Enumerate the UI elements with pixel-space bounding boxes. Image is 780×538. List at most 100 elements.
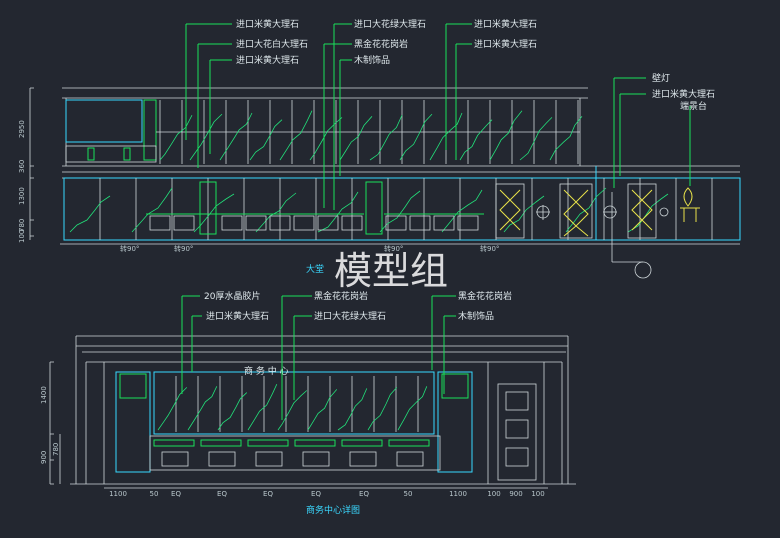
- counter-unit: [269, 215, 291, 231]
- marble-vein: [279, 110, 313, 161]
- dim-780-lower: 780: [52, 443, 60, 456]
- label-lower-wood: 木制饰品: [458, 310, 494, 322]
- dim-bottom-9: 100: [487, 490, 500, 498]
- upper-doors: [495, 183, 657, 239]
- label-beige-marble-3: 进口米黄大理石: [474, 18, 537, 30]
- left-pilaster: [115, 371, 151, 473]
- marble-vein: [69, 195, 111, 233]
- backdrop-marble: [157, 376, 428, 432]
- dim-bottom-11: 100: [531, 490, 544, 498]
- counter-panel: [161, 451, 189, 467]
- dim-bottom-0: 1100: [109, 490, 127, 498]
- marble-vein: [565, 187, 607, 233]
- business-counter: [149, 435, 441, 471]
- counter-panel: [396, 451, 424, 467]
- marble-vein: [317, 191, 359, 233]
- counter-trim: [388, 439, 430, 447]
- marble-vein: [337, 388, 368, 431]
- dim-bottom-7: 50: [404, 490, 413, 498]
- dim-100: 100: [18, 230, 26, 243]
- counter-trim: [341, 439, 383, 447]
- label-beige-marble-2: 进口米黄大理石: [236, 54, 299, 66]
- dim-bottom-3: EQ: [217, 490, 227, 498]
- counter-unit: [317, 215, 339, 231]
- label-green-marble: 进口大花绿大理石: [354, 18, 426, 30]
- turn-mark-2: 转90°: [174, 244, 193, 253]
- watermark: 模型组: [334, 249, 448, 293]
- business-door: [497, 383, 537, 481]
- upper-vertical-dimension: 2950 360 1300 780 100: [18, 87, 34, 243]
- upper-material-labels: 进口米黄大理石 进口大花白大理石 进口米黄大理石 进口大花绿大理石 黑金花花岗岩…: [236, 18, 715, 112]
- marble-vein: [429, 112, 463, 161]
- marble-vein: [131, 187, 173, 233]
- counter-unit: [245, 215, 267, 231]
- section-marker: [634, 261, 652, 279]
- marble-vein: [187, 386, 218, 431]
- label-wood-decor: 木制饰品: [354, 54, 390, 66]
- upper-elevation: 2950 360 1300 780 100 转90° 转90° 转90° 转90…: [18, 87, 741, 279]
- label-beige-marble-4: 进口米黄大理石: [474, 38, 537, 50]
- marble-vein: [503, 195, 545, 233]
- wall-lamps-and-console: [536, 187, 700, 222]
- counter-unit: [385, 215, 407, 231]
- marble-vein: [399, 113, 433, 161]
- counter-trim: [247, 439, 289, 447]
- upper-left-column: [143, 99, 157, 161]
- counter-unit: [293, 215, 315, 231]
- marble-vein: [193, 193, 235, 233]
- marble-vein: [627, 193, 669, 233]
- label-lower-beige: 进口米黄大理石: [206, 310, 269, 322]
- turn-mark-3: 转90°: [384, 244, 403, 253]
- marble-vein: [247, 384, 278, 431]
- marble-vein: [549, 116, 583, 161]
- counter-panel: [208, 451, 236, 467]
- counter-unit: [173, 215, 195, 231]
- dim-1400: 1400: [40, 386, 48, 404]
- marble-vein: [367, 387, 398, 431]
- marble-vein: [219, 112, 253, 161]
- dim-bottom-5: EQ: [311, 490, 321, 498]
- dim-360: 360: [18, 160, 26, 173]
- counter-unit: [457, 215, 479, 231]
- marble-vein: [309, 117, 343, 161]
- counter-modules: [153, 439, 430, 467]
- lower-elevation: 商 务 中 心: [70, 335, 576, 485]
- marble-vein: [157, 387, 188, 431]
- upper-drawing-title: 大堂: [306, 263, 324, 275]
- counter-trim: [200, 439, 242, 447]
- counter-unit: [409, 215, 431, 231]
- marble-vein: [339, 116, 373, 161]
- counter-panel: [302, 451, 330, 467]
- marble-vein: [307, 389, 338, 431]
- reception-counters: [146, 213, 484, 231]
- label-black-granite-2: 黑金花花岗岩: [458, 290, 512, 302]
- label-white-marble: 进口大花白大理石: [236, 38, 308, 50]
- green-column-right: [365, 181, 383, 235]
- label-black-granite: 黑金花花岗岩: [354, 38, 408, 50]
- marble-vein: [159, 115, 193, 161]
- counter-unit: [149, 215, 171, 231]
- marble-vein: [489, 110, 523, 161]
- lower-material-labels: 20厚水晶胶片 黑金花花岗岩 黑金花花岗岩 进口米黄大理石 进口大花绿大理石 木…: [204, 290, 512, 322]
- label-wall-lamp: 壁灯: [652, 72, 670, 84]
- dim-bottom-10: 900: [509, 490, 522, 498]
- upper-left-panel: [65, 99, 143, 143]
- dim-bottom-6: EQ: [359, 490, 369, 498]
- label-beige-marble-1: 进口米黄大理石: [236, 18, 299, 30]
- lower-leaders: [181, 295, 456, 420]
- marble-vein: [397, 386, 428, 431]
- dim-bottom-8: 1100: [449, 490, 467, 498]
- label-black-granite-1: 黑金花花岗岩: [314, 290, 368, 302]
- business-center-sign: 商 务 中 心: [244, 365, 289, 377]
- dim-bottom-4: EQ: [263, 490, 273, 498]
- marble-vein: [441, 189, 483, 233]
- marble-vein: [459, 119, 493, 161]
- marble-vein: [277, 390, 308, 431]
- label-lower-green: 进口大花绿大理石: [314, 310, 386, 322]
- dim-780: 780: [18, 219, 26, 232]
- dim-1300: 1300: [18, 187, 26, 205]
- marble-vein: [519, 117, 553, 161]
